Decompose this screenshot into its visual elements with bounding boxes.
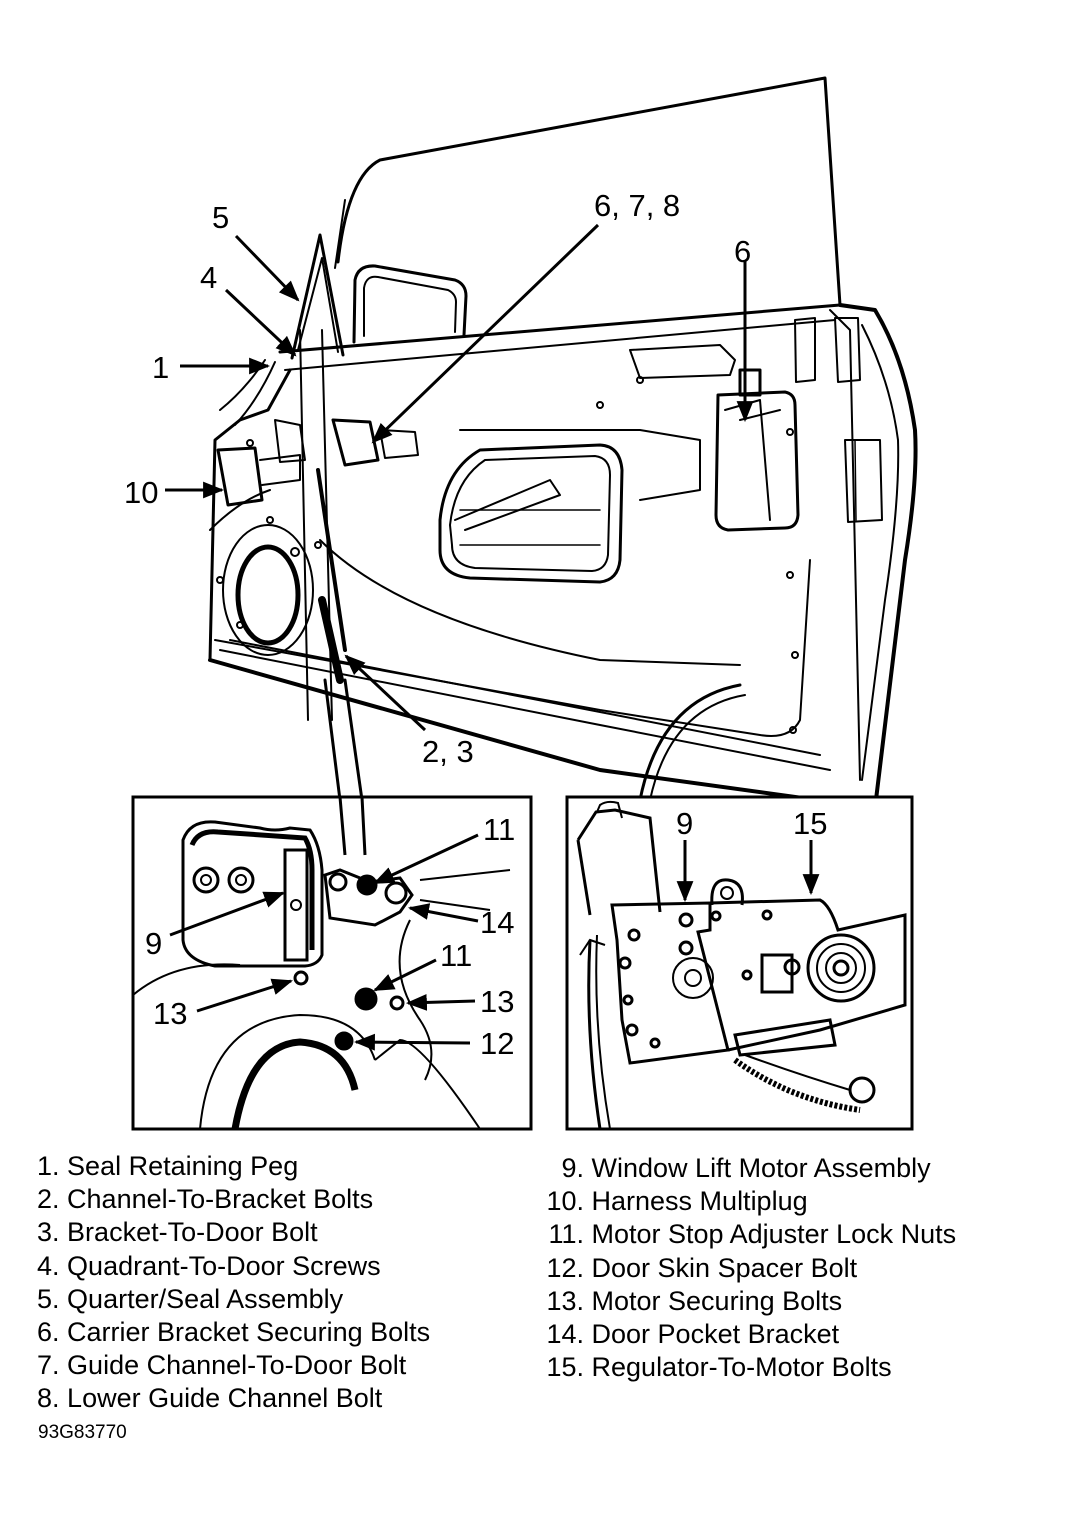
legend-item: 3. Bracket-To-Door Bolt bbox=[37, 1217, 318, 1248]
legend-item: 14. Door Pocket Bracket bbox=[546, 1319, 840, 1350]
legend-item: 13. Motor Securing Bolts bbox=[546, 1285, 843, 1316]
inset-left-callout-13-right: 13 bbox=[480, 984, 515, 1019]
door-drawing bbox=[208, 76, 918, 810]
callout-4: 4 bbox=[200, 260, 218, 295]
main-leaders bbox=[165, 223, 754, 732]
speaker-opening bbox=[235, 544, 301, 646]
legend-item: 6. Carrier Bracket Securing Bolts bbox=[37, 1317, 431, 1348]
inset-right-callout-9: 9 bbox=[676, 806, 694, 841]
inset-left-leaders bbox=[169, 833, 479, 1051]
callout-6: 6 bbox=[734, 234, 752, 269]
inset-left-callout-11-bottom: 11 bbox=[440, 938, 473, 973]
inset-right bbox=[565, 795, 914, 1131]
legend-item: 5. Quarter/Seal Assembly bbox=[37, 1283, 344, 1314]
legend-item: 4. Quadrant-To-Door Screws bbox=[37, 1250, 381, 1281]
legend-item: 15. Regulator-To-Motor Bolts bbox=[546, 1352, 892, 1383]
door-pocket bbox=[438, 443, 624, 584]
legend-item: 1. Seal Retaining Peg bbox=[37, 1151, 299, 1181]
inset-left bbox=[131, 795, 533, 1131]
inset-left-callout-12: 12 bbox=[480, 1026, 515, 1061]
callout-6-7-8: 6, 7, 8 bbox=[594, 188, 681, 223]
window-glass bbox=[336, 76, 842, 307]
harness-wire bbox=[638, 683, 742, 802]
legend-item: 2. Channel-To-Bracket Bolts bbox=[37, 1184, 374, 1215]
side-mirror bbox=[352, 264, 468, 344]
inset-right-callout-15: 15 bbox=[793, 806, 828, 841]
inset-left-callout-9: 9 bbox=[145, 926, 163, 961]
inset-right-leaders bbox=[676, 840, 820, 903]
inset-left-callout-13-left: 13 bbox=[153, 996, 188, 1031]
legend-item: 7. Guide Channel-To-Door Bolt bbox=[37, 1350, 407, 1381]
legend-item: 12. Door Skin Spacer Bolt bbox=[546, 1252, 858, 1283]
callout-2-3: 2, 3 bbox=[422, 734, 474, 769]
callout-5: 5 bbox=[212, 200, 230, 235]
legend-item: 11. Motor Stop Adjuster Lock Nuts bbox=[548, 1219, 957, 1250]
legend-left: 1. Seal Retaining Peg 2. Channel-To-Brac… bbox=[37, 1150, 430, 1416]
access-panel-right bbox=[714, 390, 800, 532]
figure-id: 93G83770 bbox=[38, 1422, 127, 1443]
callout-1: 1 bbox=[152, 350, 170, 385]
legend-right: 9. Window Lift Motor Assembly 10. Harnes… bbox=[538, 1152, 956, 1384]
inset-left-callout-14: 14 bbox=[480, 905, 515, 940]
door-outline bbox=[208, 303, 918, 810]
legend-item: 9. Window Lift Motor Assembly bbox=[561, 1153, 931, 1183]
harness-bracket bbox=[216, 446, 264, 507]
callout-10: 10 bbox=[124, 475, 159, 510]
legend-item: 10. Harness Multiplug bbox=[546, 1186, 808, 1217]
legend-item: 8. Lower Guide Channel Bolt bbox=[37, 1383, 383, 1414]
quarter-glass bbox=[290, 233, 345, 360]
inset-left-callout-11-top: 11 bbox=[483, 812, 516, 847]
